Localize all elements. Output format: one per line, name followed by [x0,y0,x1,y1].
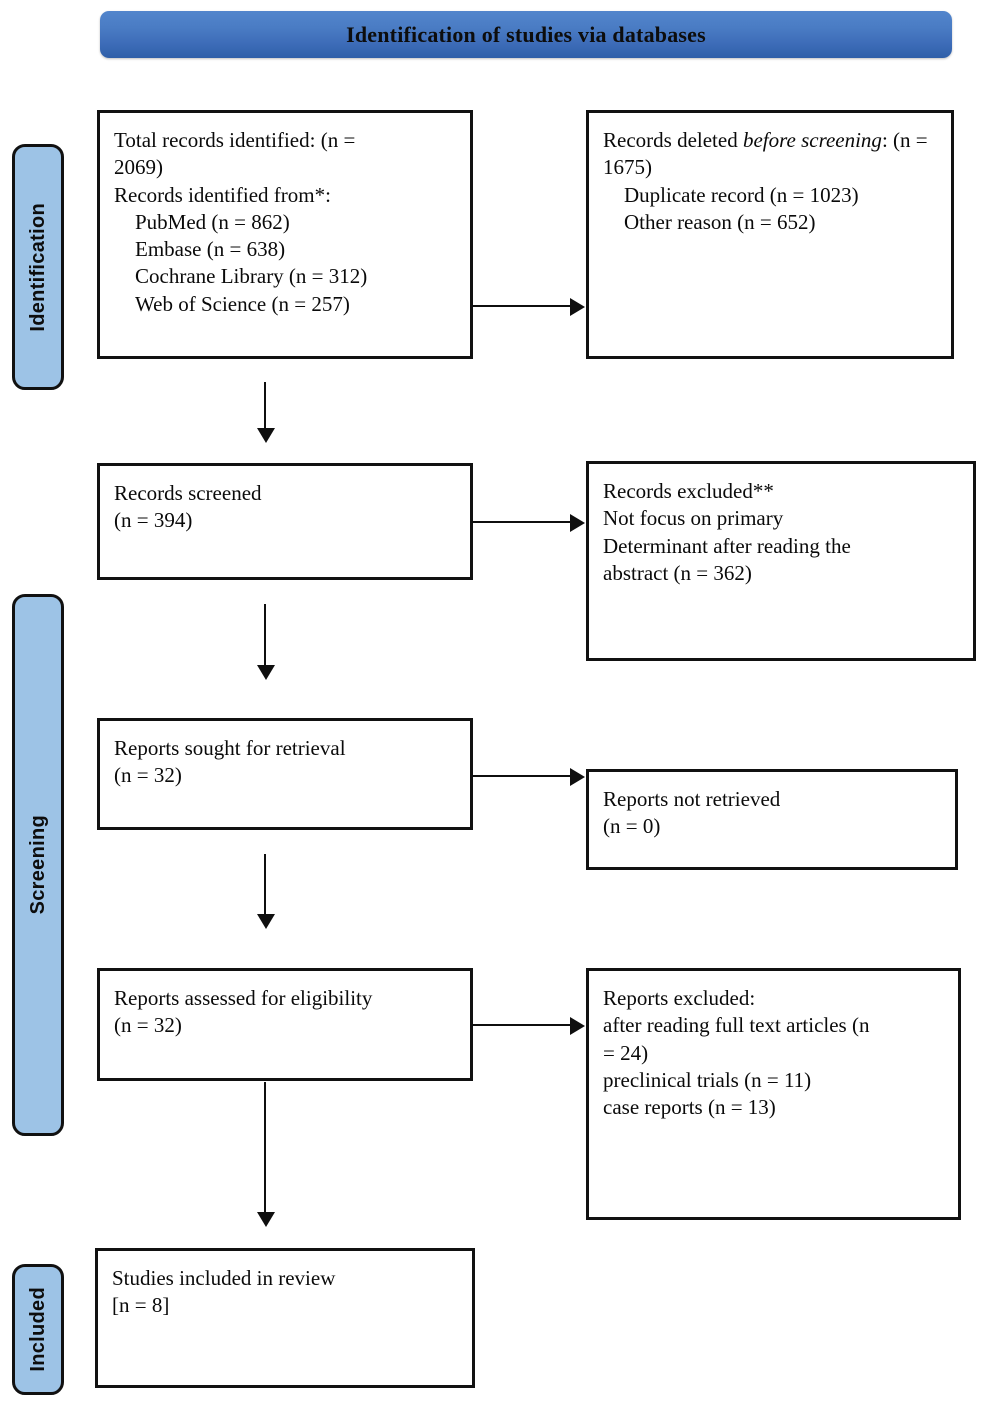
records-identified-sources: PubMed (n = 862) Embase (n = 638) Cochra… [135,209,368,316]
reports-sought-text: Reports sought for retrieval (n = 32) [114,736,346,788]
arrow-assessed-to-included-head-icon [257,1212,275,1227]
records-deleted-heading: Records deleted before screening: (n = 1… [603,127,939,182]
reports-assessed-box: Reports assessed for eligibility (n = 32… [97,968,473,1081]
records-deleted-heading-italic: before screening [742,128,882,152]
records-excluded-text: Records excluded** Not focus on primary … [603,479,851,585]
studies-included-box: Studies included in review [n = 8] [95,1248,475,1388]
reports-assessed-text: Reports assessed for eligibility (n = 32… [114,986,373,1038]
arrow-assessed-to-excluded-line [472,1024,572,1026]
arrow-screened-to-excluded-head-icon [570,514,585,532]
diagram-title: Identification of studies via databases [346,21,706,47]
arrow-screened-to-sought-line [264,604,266,667]
stage-pill-screening: Screening [12,594,64,1136]
stage-pill-included: Included [12,1264,64,1395]
reports-not-retrieved-text: Reports not retrieved (n = 0) [603,787,781,839]
records-excluded-box: Records excluded** Not focus on primary … [586,461,976,661]
arrow-identified-to-screened-line [264,382,266,430]
reports-not-retrieved-box: Reports not retrieved (n = 0) [586,769,958,870]
arrow-sought-to-assessed-line [264,854,266,916]
records-deleted-box: Records deleted before screening: (n = 1… [586,110,954,359]
records-screened-text: Records screened (n = 394) [114,481,262,533]
stage-label-identification: Identification [26,202,49,332]
arrow-assessed-to-included-line [264,1082,266,1214]
records-deleted-heading-tail: : (n = 1675) [603,128,933,180]
records-identified-box: Total records identified: (n = 2069) Rec… [97,110,473,359]
arrow-identified-to-deleted-head-icon [570,298,585,316]
arrow-assessed-to-excluded-head-icon [570,1017,585,1035]
records-deleted-heading-plain: Records deleted [603,128,743,152]
stage-label-included: Included [26,1287,49,1372]
records-deleted-reasons: Duplicate record (n = 1023) Other reason… [624,182,859,234]
arrow-sought-to-notretrieved-line [472,775,572,777]
arrow-identified-to-screened-head-icon [257,428,275,443]
arrow-screened-to-sought-head-icon [257,665,275,680]
stage-pill-identification: Identification [12,144,64,390]
arrow-sought-to-notretrieved-head-icon [570,768,585,786]
arrow-sought-to-assessed-head-icon [257,914,275,929]
records-identified-heading: Total records identified: (n = 2069) Rec… [114,128,356,207]
reports-excluded-box: Reports excluded: after reading full tex… [586,968,961,1220]
stage-label-screening: Screening [26,815,49,915]
arrow-identified-to-deleted-line [472,305,572,307]
reports-excluded-text: Reports excluded: after reading full tex… [603,986,870,1120]
records-screened-box: Records screened (n = 394) [97,463,473,580]
reports-sought-box: Reports sought for retrieval (n = 32) [97,718,473,830]
studies-included-text: Studies included in review [n = 8] [112,1266,336,1318]
arrow-screened-to-excluded-line [472,521,572,523]
diagram-header-banner: Identification of studies via databases [100,11,952,58]
